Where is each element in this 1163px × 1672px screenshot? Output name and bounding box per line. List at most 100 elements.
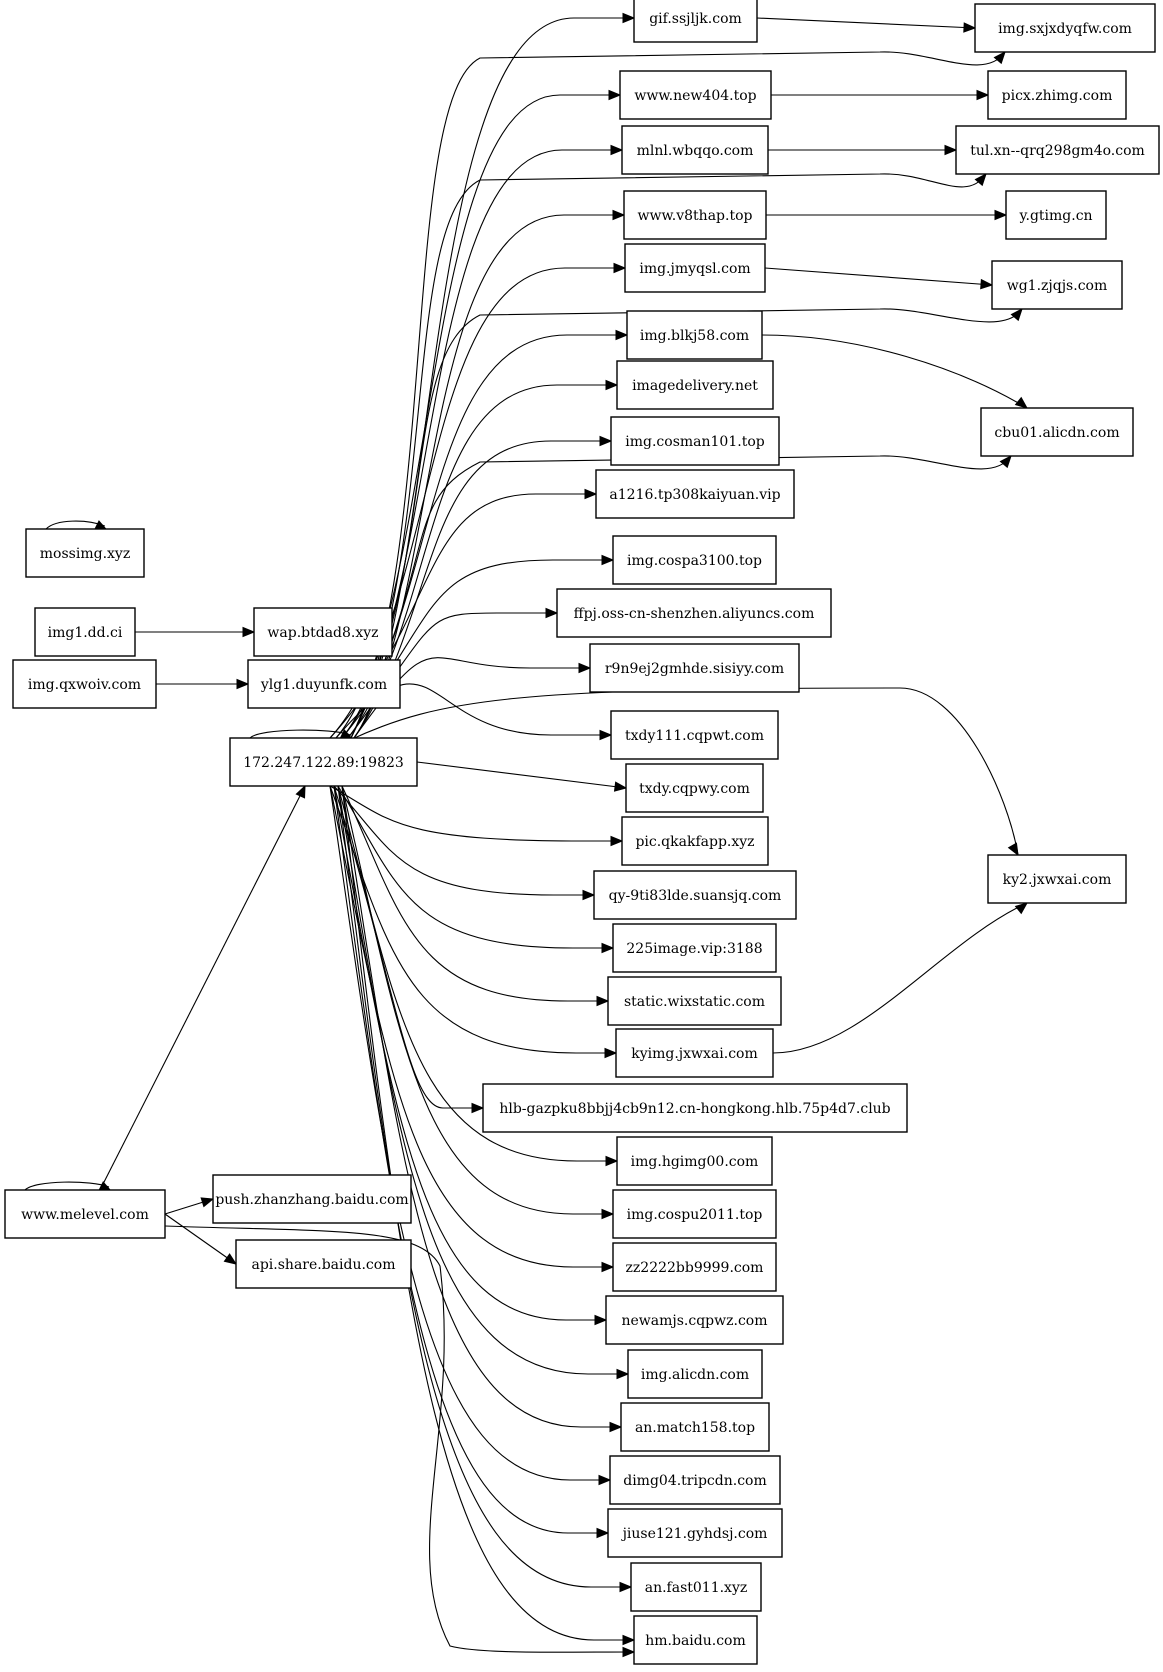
node-box	[621, 125, 769, 175]
edge-new404-to-picx	[771, 89, 990, 101]
edge-melevel-to-ip-line	[99, 785, 306, 1191]
node-label: img.blkj58.com	[640, 328, 749, 344]
edge-ip-to-tul-line	[349, 173, 987, 741]
edge-gif-to-sxjx-arrowhead	[963, 22, 977, 33]
edge-melevel-to-apibaidu-arrowhead	[223, 1253, 238, 1265]
node-cosman: img.cosman101.top	[610, 416, 780, 466]
edge-melevel-to-ip	[99, 784, 306, 1191]
node-alicdnimg: img.alicdn.com	[627, 1349, 763, 1399]
node-label: img.alicdn.com	[641, 1367, 749, 1383]
node-label: dimg04.tripcdn.com	[623, 1473, 767, 1489]
node-box	[633, 0, 758, 43]
edge-mlnl-to-tul-arrowhead	[944, 144, 958, 156]
edge-mlnl-to-tul	[768, 144, 958, 156]
edge-ip-to-alicdnimg-arrowhead	[616, 1368, 630, 1380]
node-label: img.cospu2011.top	[627, 1207, 763, 1223]
edge-ip-to-cbu01	[349, 454, 1012, 741]
edge-gif-to-sxjx	[756, 17, 977, 33]
node-box	[616, 1136, 773, 1186]
edge-ip-to-anfast-line	[337, 785, 631, 1588]
edge-ip-to-hmbaidu-arrowhead	[622, 1634, 636, 1646]
edge-ip-to-dimg04	[329, 785, 612, 1486]
edge-melevel-to-pushbaidu	[164, 1197, 215, 1215]
node-label: tul.xn--qrq298gm4o.com	[970, 143, 1145, 159]
node-box	[633, 1615, 758, 1665]
edge-melevel-to-ip-arrowhead	[295, 784, 306, 799]
edge-ip-to-anfast	[337, 785, 633, 1593]
node-wix: static.wixstatic.com	[607, 976, 782, 1026]
edge-ip-to-cospu-arrowhead	[601, 1208, 615, 1220]
edge-ip-to-cospu	[341, 785, 615, 1220]
edge-ip-to-img225-line	[337, 785, 613, 949]
node-box	[987, 70, 1127, 120]
edge-ip-to-anmatch	[341, 785, 623, 1433]
edge-jmyqsl-to-wg1-arrowhead	[980, 278, 994, 290]
node-label: www.v8thap.top	[638, 208, 753, 224]
node-anmatch: an.match158.top	[620, 1402, 770, 1452]
node-txdy111: txdy111.cqpwt.com	[610, 710, 779, 760]
edge-ip-to-hgimg-line	[337, 785, 617, 1162]
node-hlb: hlb-gazpku8bbjj4cb9n12.cn-hongkong.hlb.7…	[482, 1083, 908, 1133]
node-label: static.wixstatic.com	[624, 994, 765, 1010]
node-box	[616, 360, 774, 410]
edge-ip-to-zz2222	[329, 785, 615, 1273]
node-box	[607, 976, 782, 1026]
node-label: gif.ssjljk.com	[649, 11, 742, 27]
node-label: zz2222bb9999.com	[626, 1260, 764, 1276]
edge-v8thap-to-ygtimg	[766, 209, 1008, 221]
node-box	[556, 588, 832, 638]
edge-ip-to-qy9	[333, 785, 596, 901]
edge-ip-to-v8thap	[353, 209, 626, 739]
edge-ip-to-tul-arrowhead	[974, 172, 987, 187]
edge-ip-to-txdy	[416, 761, 628, 792]
node-label: cbu01.alicdn.com	[994, 425, 1119, 441]
node-box	[589, 643, 800, 693]
node-anfast: an.fast011.xyz	[630, 1562, 762, 1612]
node-label: r9n9ej2gmhde.sisiyy.com	[605, 661, 784, 677]
node-box	[620, 1402, 770, 1452]
node-label: pic.qkakfapp.xyz	[635, 834, 754, 850]
edge-ip-to-hlb-line	[333, 785, 483, 1109]
edge-ip-to-qkak-arrowhead	[610, 835, 624, 847]
node-label: img.cospa3100.top	[627, 553, 762, 569]
edge-ip-to-dimg04-line	[329, 785, 610, 1481]
edge-ip-to-zz2222-arrowhead	[601, 1261, 615, 1273]
edge-ip-to-anfast-arrowhead	[619, 1581, 633, 1593]
edge-jmyqsl-to-wg1	[764, 267, 994, 290]
node-picx: picx.zhimg.com	[987, 70, 1127, 120]
node-box	[12, 659, 157, 709]
node-dimg04: dimg04.tripcdn.com	[609, 1455, 781, 1505]
edge-ip-to-imagedelivery-arrowhead	[605, 379, 619, 391]
node-qxwoiv: img.qxwoiv.com	[12, 659, 157, 709]
node-box	[955, 125, 1160, 175]
node-label: jiuse121.gyhdsj.com	[621, 1526, 768, 1542]
edge-ip-to-txdy111-arrowhead	[599, 729, 613, 741]
edge-ip-to-cosman-arrowhead	[599, 435, 613, 447]
node-box	[987, 854, 1127, 904]
edge-ip-to-newamjs-line	[333, 785, 606, 1321]
node-wg1: wg1.zjqjs.com	[991, 260, 1123, 310]
edge-ip-to-img225-arrowhead	[601, 942, 615, 954]
node-box	[212, 1174, 412, 1224]
node-v8thap: www.v8thap.top	[623, 190, 767, 240]
node-cospa: img.cospa3100.top	[612, 535, 777, 585]
edge-melevel-to-apibaidu-line	[164, 1213, 237, 1265]
edge-ip-to-sxjx	[349, 50, 1006, 741]
edge-kyimg-to-ky2-line	[772, 902, 1028, 1054]
edge-img1dd-to-wapbtdad	[135, 626, 256, 638]
node-label: picx.zhimg.com	[1002, 88, 1113, 104]
edge-ip-to-wix-line	[341, 785, 608, 1002]
node-label: qy-9ti83lde.suansjq.com	[609, 888, 782, 904]
node-box	[235, 1239, 412, 1289]
node-apibaidu: api.share.baidu.com	[235, 1239, 412, 1289]
node-imagedelivery: imagedelivery.net	[616, 360, 774, 410]
node-label: newamjs.cqpwz.com	[621, 1313, 767, 1329]
node-ygtimg: y.gtimg.cn	[1005, 190, 1107, 240]
node-box	[595, 469, 795, 519]
node-gif: gif.ssjljk.com	[633, 0, 758, 43]
node-ffpj: ffpj.oss-cn-shenzhen.aliyuncs.com	[556, 588, 832, 638]
node-box	[974, 3, 1156, 53]
edge-ip-to-txdy-arrowhead	[613, 781, 628, 792]
node-label: wap.btdad8.xyz	[267, 625, 378, 641]
